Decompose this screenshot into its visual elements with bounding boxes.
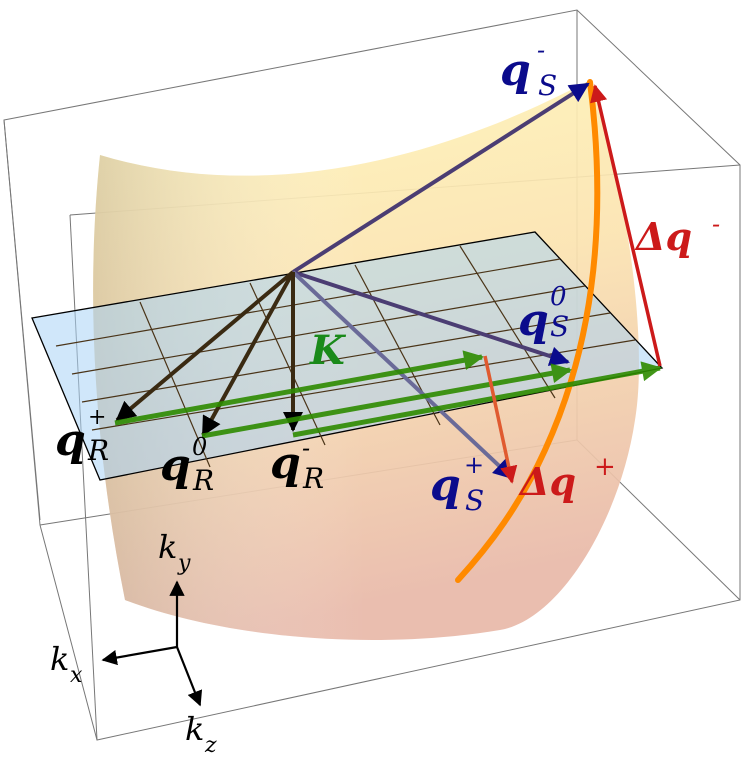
svg-text:-: - xyxy=(537,36,545,64)
svg-text:q: q xyxy=(518,295,549,346)
svg-text:Δq: Δq xyxy=(634,214,692,259)
svg-text:z: z xyxy=(204,733,217,758)
svg-text:R: R xyxy=(87,434,109,467)
svg-text:k: k xyxy=(50,640,69,678)
label-kz: k z xyxy=(185,710,217,758)
label-qR-plus: q R + xyxy=(55,405,109,467)
label-ky: k y xyxy=(158,528,191,576)
svg-text:k: k xyxy=(185,710,204,748)
svg-text:q: q xyxy=(430,460,461,511)
svg-text:Δq: Δq xyxy=(518,459,576,504)
K-arrows xyxy=(114,350,662,439)
label-dq-plus: Δq + xyxy=(518,452,616,504)
svg-text:S: S xyxy=(538,69,557,102)
svg-text:y: y xyxy=(177,551,191,576)
svg-text:S: S xyxy=(550,310,569,343)
svg-text:R: R xyxy=(192,464,214,497)
svg-text:q: q xyxy=(270,438,301,489)
label-qS-plus: q S + xyxy=(430,451,484,517)
label-kx: k x xyxy=(50,640,83,688)
label-qR-minus: q R - xyxy=(270,434,324,495)
svg-text:q: q xyxy=(55,415,86,466)
orange-curve xyxy=(455,79,601,583)
label-qR-zero: q R 0 xyxy=(160,433,214,497)
svg-text:0: 0 xyxy=(192,433,207,461)
svg-text:q: q xyxy=(500,45,531,96)
coordinate-axes xyxy=(101,580,203,707)
svg-text:S: S xyxy=(465,484,484,517)
delta-q-arrows xyxy=(483,84,662,484)
svg-text:-: - xyxy=(302,434,310,462)
svg-text:+: + xyxy=(464,451,484,479)
label-qS-zero: q S 0 xyxy=(518,282,569,346)
label-qS-minus: q S - xyxy=(500,36,557,102)
reference-vectors xyxy=(115,270,303,437)
label-dq-minus: Δq - xyxy=(634,210,720,259)
svg-text:q: q xyxy=(160,440,191,491)
svg-text:k: k xyxy=(158,528,177,566)
svg-text:+: + xyxy=(594,452,616,482)
scattered-vectors xyxy=(291,82,590,480)
svg-text:x: x xyxy=(70,663,83,688)
svg-text:-: - xyxy=(712,210,720,238)
label-K: K xyxy=(309,327,347,374)
svg-text:R: R xyxy=(302,462,324,495)
svg-text:+: + xyxy=(88,405,106,430)
svg-text:0: 0 xyxy=(550,282,567,312)
